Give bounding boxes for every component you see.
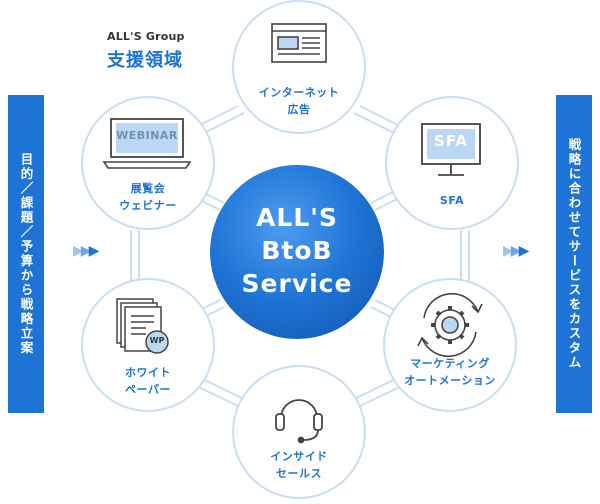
documents-icon (116, 298, 169, 354)
arrow-right-icon: ▶ (503, 243, 514, 259)
inside-sales-line-2: セールス (276, 467, 322, 480)
center-service-label: ALL'S BtoB Service (217, 201, 377, 300)
node-marketing-automation-label: マーケティング オートメーション (385, 355, 515, 389)
node-marketing-automation-circle (383, 278, 517, 412)
sfa-screen-text: SFA (434, 132, 468, 150)
arrow-right-icon: ▶ (518, 243, 530, 259)
right-customize-panel: 戦略に合わせてサービスをカスタム (556, 95, 592, 413)
left-panel-text: 目的／課題／予算から戦略立案 (18, 152, 34, 356)
group-name: ALL'S Group (107, 30, 185, 43)
node-inside-sales-label: インサイド セールス (234, 448, 364, 482)
gear-cycle-icon (417, 292, 483, 358)
arrow-right-icon: ▶ (88, 243, 100, 259)
marketing-automation-line-1: マーケティング (410, 357, 490, 370)
arrow-right-icon: ▶ (80, 243, 92, 259)
inside-sales-line-1: インサイド (270, 450, 328, 463)
right-panel-text: 戦略に合わせてサービスをカスタム (566, 138, 582, 370)
node-webinar-label: 展覧会 ウェビナー (83, 180, 213, 214)
monitor-icon (421, 123, 481, 176)
center-line-1: ALL'S (256, 203, 338, 232)
left-flow-arrows: ▶▶▶ (73, 243, 100, 259)
whitepaper-badge: WP (149, 336, 165, 345)
node-sfa-label: SFA (387, 192, 517, 209)
laptop-icon (102, 118, 192, 169)
left-strategy-panel: 目的／課題／予算から戦略立案 (8, 95, 44, 413)
arrow-right-icon: ▶ (510, 243, 522, 259)
webinar-line-2: ウェビナー (119, 199, 177, 212)
marketing-automation-line-2: オートメーション (404, 374, 496, 387)
area-title: 支援領域 (107, 50, 183, 71)
headset-icon (275, 399, 323, 444)
whitepaper-line-2: ペーパー (125, 383, 171, 396)
webinar-line-1: 展覧会 (130, 182, 166, 195)
center-line-3: Service (241, 269, 353, 298)
node-inside-sales-circle (232, 365, 366, 499)
webinar-screen-text: WEBINAR (116, 129, 178, 142)
node-internet-ad-label: インターネット 広告 (234, 84, 364, 118)
sfa-line-1: SFA (439, 194, 465, 207)
internet-ad-line-1: インターネット (258, 86, 340, 99)
right-flow-arrows: ▶▶▶ (503, 243, 530, 259)
internet-ad-line-2: 広告 (287, 103, 311, 116)
center-line-2: BtoB (261, 236, 333, 265)
center-circle (210, 165, 384, 339)
node-whitepaper-label: ホワイト ペーパー (83, 364, 213, 398)
node-internet-ad-circle (232, 0, 366, 134)
whitepaper-line-1: ホワイト (125, 366, 171, 379)
browser-window-icon (271, 23, 327, 63)
arrow-right-icon: ▶ (73, 243, 84, 259)
